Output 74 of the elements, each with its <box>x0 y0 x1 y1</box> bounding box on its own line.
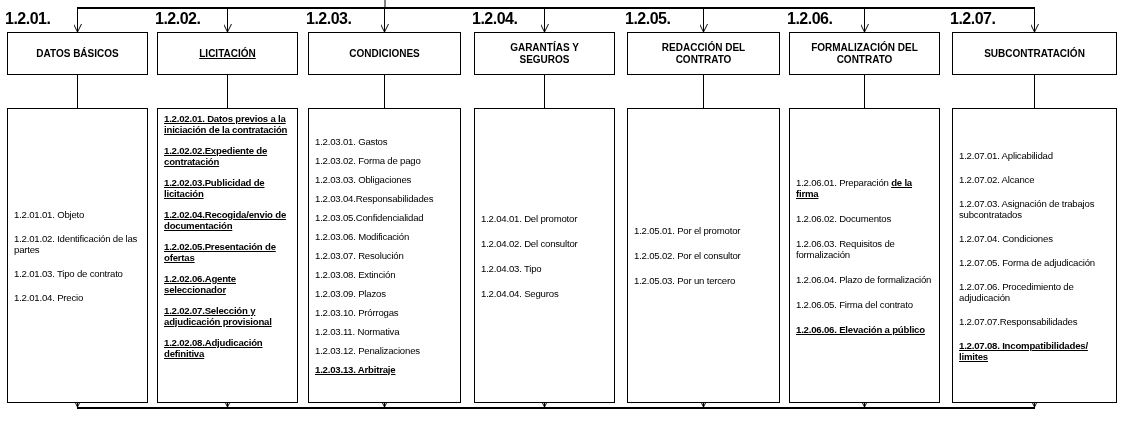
list-item: 1.2.03.13. Arbitraje <box>315 364 397 375</box>
list-item: 1.2.02.01. Datos previos a la iniciación de la contratación <box>164 113 289 135</box>
list-item: 1.2.05.03. Por un tercero <box>634 275 737 286</box>
list-item: 1.2.06.02. Documentos <box>796 212 892 224</box>
section-number: 1.2.06. <box>787 10 833 28</box>
list-item: 1.2.03.12. Penalizaciones <box>315 345 421 356</box>
category-title: CONDICIONES <box>349 47 420 60</box>
list-item: 1.2.03.05.Confidencialidad <box>315 212 425 223</box>
list-item: 1.2.04.04. Seguros <box>481 287 560 299</box>
category-title: SUBCONTRATACIÓN <box>984 47 1085 60</box>
list-item: 1.2.02.07.Selección y adjudicación provisional <box>164 305 273 327</box>
list-item: 1.2.07.01. Aplicabilidad <box>959 149 1054 161</box>
section-number: 1.2.07. <box>950 10 996 28</box>
list-item: 1.2.04.02. Del consultor <box>481 237 579 249</box>
list-item: 1.2.02.04.Recogida/envio de documentación <box>164 209 288 231</box>
list-item: 1.2.03.01. Gastos <box>315 136 389 147</box>
list-item: 1.2.07.04. Condiciones <box>959 232 1054 244</box>
list-item: 1.2.07.05. Forma de adjudicación <box>959 256 1096 268</box>
category-title: LICITACIÓN <box>199 47 256 60</box>
list-item: 1.2.06.01. Preparación de la firma <box>796 176 913 199</box>
list-item: 1.2.02.05.Presentación de ofertas <box>164 241 277 263</box>
category-box <box>7 32 148 75</box>
category-box <box>789 32 940 75</box>
list-item: 1.2.01.01. Objeto <box>14 208 86 220</box>
item-list-box <box>157 108 298 403</box>
list-item: 1.2.02.06.Agente seleccionador <box>164 273 237 295</box>
list-item: 1.2.03.11. Normativa <box>315 326 401 337</box>
section-number: 1.2.05. <box>625 10 671 28</box>
category-box <box>157 32 298 75</box>
list-item: 1.2.01.02. Identificación de las partes <box>14 232 139 255</box>
item-list-box <box>627 108 780 403</box>
item-list-box <box>308 108 461 403</box>
section-number: 1.2.02. <box>155 10 201 28</box>
list-item: 1.2.07.03. Asignación de trabajos subcontratados <box>959 197 1096 220</box>
list-item: 1.2.06.04. Plazo de formalización <box>796 273 933 285</box>
list-item: 1.2.05.02. Por el consultor <box>634 250 742 261</box>
list-item: 1.2.05.01. Por el promotor <box>634 225 742 236</box>
list-item: 1.2.02.02.Expediente de contratación <box>164 145 269 167</box>
item-list-box <box>952 108 1117 403</box>
section-number: 1.2.04. <box>472 10 518 28</box>
list-item: 1.2.07.08. Incompatibilidades/ limites <box>959 339 1089 362</box>
list-item: 1.2.07.07.Responsabilidades <box>959 315 1079 327</box>
item-list-box <box>474 108 615 403</box>
list-item: 1.2.03.06. Modificación <box>315 231 411 242</box>
list-item: 1.2.03.09. Plazos <box>315 288 387 299</box>
list-item: 1.2.02.03.Publicidad de licitación <box>164 177 266 199</box>
category-title: DATOS BÁSICOS <box>36 47 119 60</box>
list-item: 1.2.03.10. Prórrogas <box>315 307 400 318</box>
list-item: 1.2.06.06. Elevación a público <box>796 323 926 335</box>
list-item: 1.2.03.04.Responsabilidades <box>315 193 435 204</box>
list-item: 1.2.01.04. Precio <box>14 291 85 303</box>
list-item: 1.2.03.07. Resolución <box>315 250 405 261</box>
category-box <box>627 32 780 75</box>
category-box <box>952 32 1117 75</box>
section-number: 1.2.03. <box>306 10 352 28</box>
list-item: 1.2.07.02. Alcance <box>959 173 1036 185</box>
item-list-box <box>7 108 148 403</box>
category-title: FORMALIZACIÓN DEL CONTRATO <box>810 41 919 66</box>
category-box <box>308 32 461 75</box>
list-item: 1.2.03.08. Extinción <box>315 269 397 280</box>
list-item: 1.2.01.03. Tipo de contrato <box>14 267 124 279</box>
list-item: 1.2.06.03. Requisitos de formalización <box>796 237 896 260</box>
item-list-box <box>789 108 940 403</box>
section-number: 1.2.01. <box>5 10 51 28</box>
category-title: REDACCIÓN DEL CONTRATO <box>660 41 747 66</box>
category-title: GARANTÍAS Y SEGUROS <box>509 41 580 66</box>
list-item: 1.2.02.08.Adjudicación definitiva <box>164 337 264 359</box>
list-item: 1.2.07.06. Procedimiento de adjudicación <box>959 280 1075 303</box>
list-item: 1.2.03.03. Obligaciones <box>315 174 413 185</box>
list-item: 1.2.03.02. Forma de pago <box>315 155 422 166</box>
category-box <box>474 32 615 75</box>
list-item: 1.2.04.03. Tipo <box>481 262 543 274</box>
list-item: 1.2.04.01. Del promotor <box>481 212 579 224</box>
list-item: 1.2.06.05. Firma del contrato <box>796 298 914 310</box>
